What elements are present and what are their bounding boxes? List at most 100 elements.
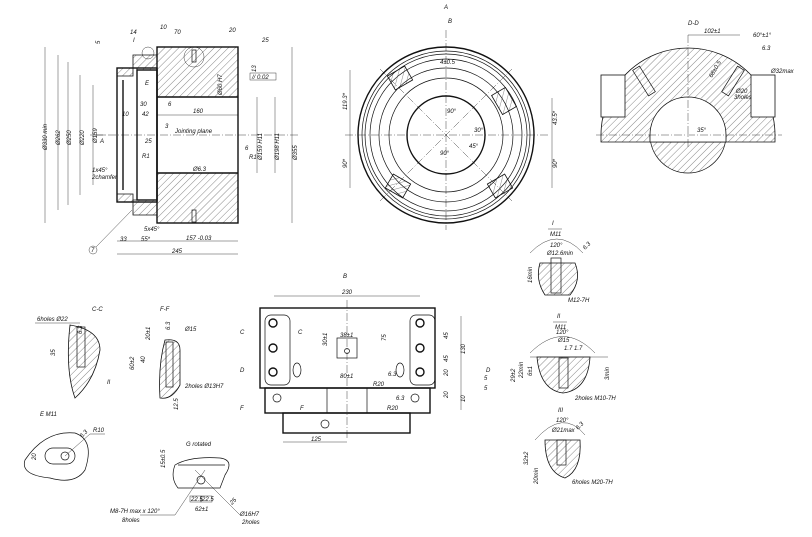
detail-i: I M11 120° Ø12.6min 16min M12-7H 6.3 bbox=[528, 221, 593, 304]
dim: 6holes Ø22 bbox=[37, 317, 68, 323]
dim: 5 bbox=[96, 40, 102, 44]
angle: 90° bbox=[440, 151, 450, 157]
dim: 60°±1° bbox=[753, 33, 772, 39]
detail-scale: M11 bbox=[550, 232, 561, 238]
section-mark: C bbox=[298, 330, 303, 336]
dim: 5 bbox=[484, 386, 488, 392]
dim: 157 -0.03 bbox=[186, 236, 212, 242]
section-mark: F bbox=[240, 406, 244, 412]
dim: 45 bbox=[444, 332, 450, 339]
view-label-a: A bbox=[443, 5, 448, 11]
detail-ii: II M11 120° Ø15 29±2 22min 6±1 3min 2hol… bbox=[511, 314, 616, 402]
dim: 5 bbox=[484, 376, 488, 382]
dim-d159: Ø159 bbox=[93, 128, 99, 144]
dim: 125 bbox=[311, 437, 322, 443]
dim: Ø20 bbox=[735, 89, 748, 95]
view-label-b: B bbox=[448, 19, 452, 25]
dim: Ø32max bbox=[770, 69, 795, 75]
thread-callout: 6holes M20-7H bbox=[572, 480, 613, 486]
dim-245: 245 bbox=[171, 249, 183, 255]
roughness: 6.3 bbox=[582, 241, 593, 252]
dim: 2holes Ø13H7 bbox=[184, 384, 224, 390]
dim: 30±1 bbox=[323, 333, 329, 346]
dim-d330: Ø330 min bbox=[43, 123, 49, 151]
detail-title: II bbox=[557, 314, 561, 320]
thread-callout: M12-7H bbox=[568, 298, 590, 304]
roughness: 6.3 bbox=[575, 421, 586, 432]
roughness: Ø6.3 bbox=[192, 167, 207, 173]
dim: 40 bbox=[141, 356, 147, 363]
dim: 20 bbox=[228, 28, 236, 34]
detail-e: E M11 R10 20 6.3 bbox=[23, 412, 105, 481]
angle: 30° bbox=[474, 128, 484, 134]
dim: 102±1 bbox=[704, 29, 721, 35]
tolerance-frame: // 0.02 bbox=[251, 75, 269, 81]
dim: 160 bbox=[193, 109, 204, 115]
dim: 2chamfer bbox=[91, 175, 118, 181]
round-view: A B 4±0.5 119.3* 90* 43.5* 90* 90° 30° 4… bbox=[343, 5, 559, 230]
dim: 22.5 bbox=[201, 497, 214, 503]
jointing-plane-label: Jointing plane bbox=[174, 129, 213, 135]
dim: R1 bbox=[249, 155, 257, 161]
section-mark: D bbox=[240, 368, 245, 374]
angle: 120° bbox=[556, 418, 569, 424]
section-view: Ø330 min Ø262 Ø250 Ø220 Ø159 Ø159 H11 Ø1… bbox=[43, 25, 300, 255]
detail-scale: M11 bbox=[555, 325, 566, 331]
dim: Ø15 bbox=[557, 338, 570, 344]
angle: 120° bbox=[556, 330, 569, 336]
dim: 22min bbox=[519, 361, 525, 379]
view-title: B bbox=[343, 274, 347, 280]
dim: 3min bbox=[605, 366, 611, 380]
detail-iii: III 120° Ø21max 32±2 20min 6holes M20-7H… bbox=[524, 408, 613, 486]
detail-g: G rotated 15±0.5 22.5 22.5 62±1 M8-7H ma… bbox=[110, 442, 260, 526]
dim: 10 bbox=[461, 395, 467, 402]
dim: 4±0.5 bbox=[440, 60, 456, 66]
view-b: B 230 30±1 38±1 75 45 45 20 130 80±1 R20… bbox=[240, 274, 491, 443]
dim: 55* bbox=[141, 237, 151, 243]
angle: 45° bbox=[469, 144, 479, 150]
roughness: 1.7 bbox=[564, 346, 573, 352]
view-mark: A bbox=[99, 139, 104, 145]
callout: 7 bbox=[91, 248, 95, 254]
dim-d159h11: Ø159 H11 bbox=[258, 133, 264, 161]
dim: 80±1 bbox=[340, 374, 353, 380]
dim: 29±2 bbox=[511, 368, 517, 383]
dim: 3holes bbox=[734, 95, 752, 101]
detail-mark: E bbox=[145, 81, 150, 87]
roughness: 6.3 bbox=[166, 321, 172, 330]
detail-title: E M11 bbox=[40, 412, 57, 418]
dim: 119.3* bbox=[343, 92, 349, 110]
dim: 20 bbox=[444, 369, 450, 377]
hatch-bottom bbox=[156, 172, 239, 224]
hole-callout: 2holes bbox=[241, 520, 260, 526]
dim: 90* bbox=[343, 158, 349, 168]
dim: R1 bbox=[142, 154, 150, 160]
dim: 20min bbox=[534, 467, 540, 485]
dim: 16min bbox=[528, 266, 534, 283]
roughness: 25 bbox=[228, 497, 238, 507]
section-mark: C bbox=[240, 330, 245, 336]
dim: 6 bbox=[168, 102, 172, 108]
roughness: 6.3 bbox=[396, 396, 405, 402]
dim: 38±1 bbox=[340, 333, 353, 339]
roughness: 6.3 bbox=[79, 429, 90, 440]
roughness: 6.3 bbox=[78, 325, 84, 334]
dim: 130 bbox=[461, 343, 467, 354]
detail-mark: II bbox=[107, 380, 111, 386]
dim: 230 bbox=[341, 290, 353, 296]
dim-d262: Ø262 bbox=[56, 130, 62, 146]
section-dd: D-D 102±1 60°±1° Ø32max Ø20 3holes 68±0.… bbox=[596, 21, 795, 174]
dim: 10 bbox=[160, 25, 167, 31]
dim: 90* bbox=[553, 158, 559, 168]
section-cc: C-C 6holes Ø22 35 II 6.3 bbox=[35, 307, 111, 399]
roughness: 6.3 bbox=[762, 46, 771, 52]
dim: 33 bbox=[120, 237, 127, 243]
roughness: 25 bbox=[261, 38, 269, 44]
section-mark: F bbox=[300, 406, 304, 412]
dim: 30 bbox=[140, 102, 147, 108]
dim: 62±1 bbox=[195, 507, 208, 513]
dim: 32±2 bbox=[524, 451, 530, 465]
dim: 1x45° bbox=[92, 168, 108, 174]
dim: 60±2 bbox=[130, 356, 136, 370]
